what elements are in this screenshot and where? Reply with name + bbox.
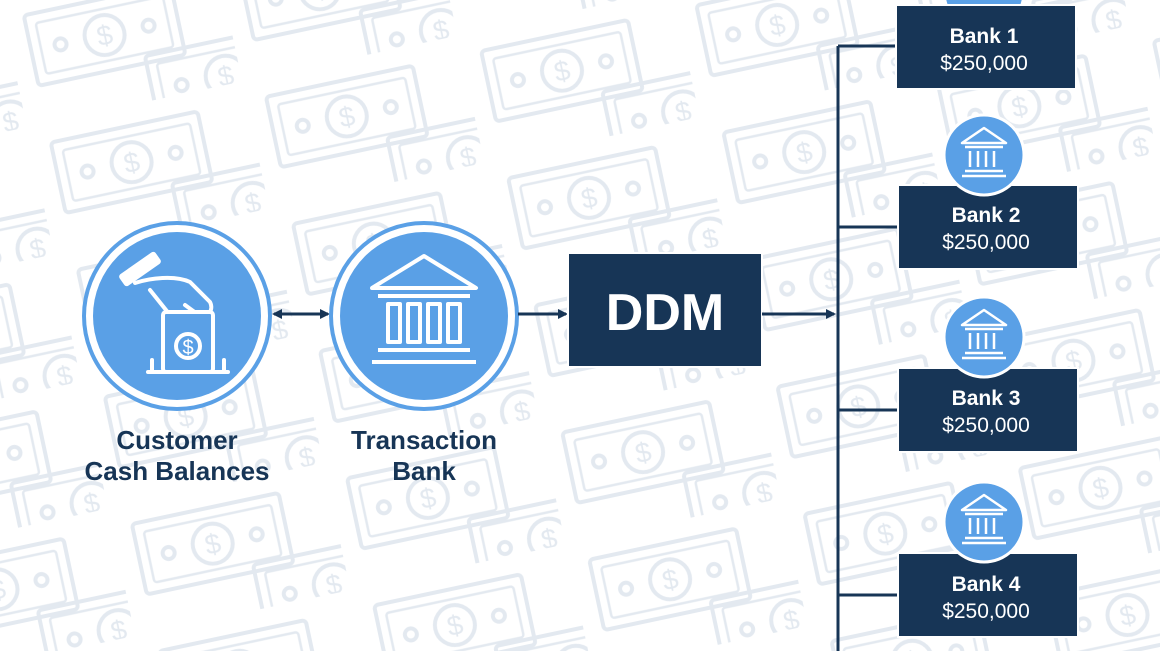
bank-building-icon (370, 254, 478, 364)
bank-card-3: Bank 3 $250,000 (897, 295, 1079, 453)
transaction-bank-label-line2: Bank (392, 456, 456, 486)
bank-building-icon (960, 308, 1008, 360)
bank-3-amount: $250,000 (942, 414, 1030, 437)
bank-card-1: Bank 1 $250,000 (895, 0, 1077, 90)
bank-4-name: Bank 4 (952, 573, 1021, 596)
bank-card-2: Bank 2 $250,000 (897, 113, 1079, 270)
customer-label-line1: Customer (116, 425, 237, 455)
bank-1-name: Bank 1 (950, 25, 1019, 48)
bank-3-name: Bank 3 (952, 387, 1021, 410)
ddm-box: DDM (567, 252, 763, 368)
bank-4-amount: $250,000 (942, 600, 1030, 623)
transaction-bank-label-line1: Transaction (351, 425, 497, 455)
customer-node: $ Customer Cash Balances (82, 221, 272, 486)
svg-text:$: $ (182, 337, 193, 359)
customer-label-line2: Cash Balances (85, 456, 270, 486)
bank-2-name: Bank 2 (952, 204, 1021, 227)
transaction-bank-node: Transaction Bank (329, 221, 519, 486)
ddm-label: DDM (606, 284, 724, 342)
bank-building-icon (960, 493, 1008, 545)
bank-1-amount: $250,000 (940, 52, 1028, 75)
bank-2-amount: $250,000 (942, 231, 1030, 254)
bank-card-4: Bank 4 $250,000 (897, 480, 1079, 638)
bank-building-icon (960, 126, 1008, 178)
hand-deposit-cash-icon: $ (119, 251, 230, 374)
